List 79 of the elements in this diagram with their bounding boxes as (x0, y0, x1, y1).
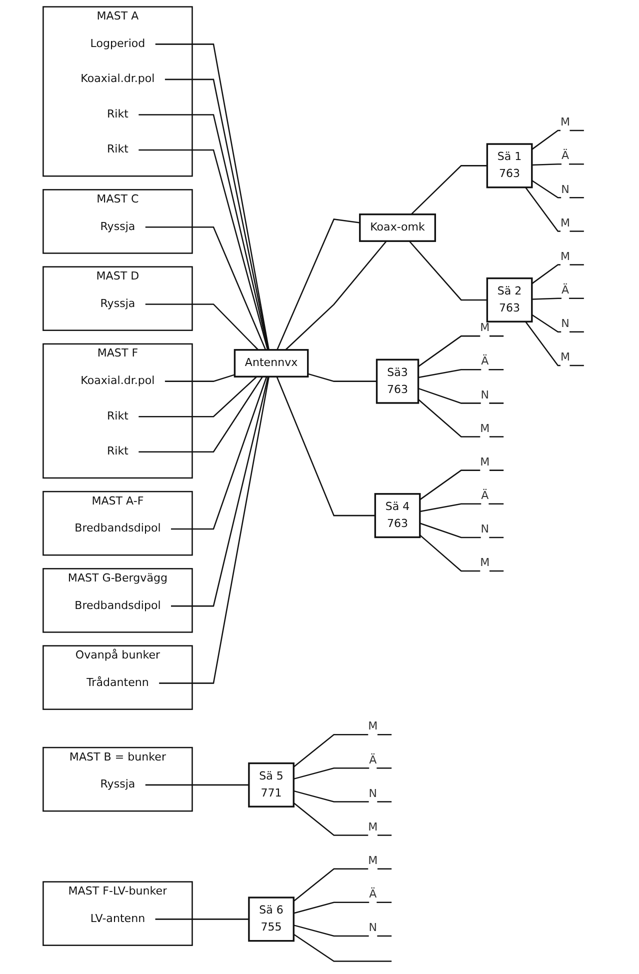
edge-label: Ä (481, 354, 489, 370)
connector-line (276, 376, 376, 516)
connector-line (145, 304, 259, 350)
connector-line (159, 376, 270, 684)
connector-line (532, 264, 584, 284)
equipment-box: Koax-omk (359, 214, 436, 242)
equipment-box: Sä3 763 (376, 358, 420, 404)
connector-line (138, 149, 268, 350)
connector-line (293, 934, 392, 962)
edge-label: N (561, 316, 570, 333)
connector-line (164, 374, 235, 382)
edge-label: N (480, 522, 490, 538)
equipment-box: Sä 2 763 (486, 277, 533, 322)
connector-line (532, 130, 584, 150)
antenna-label: Bredbandsdipol (74, 522, 161, 536)
antenna-label: LV-antenn (90, 912, 146, 926)
edge-label: Ä (561, 282, 569, 299)
connector-line (408, 240, 488, 301)
antenna-label: Ryssja (100, 220, 136, 234)
edge-label: N (368, 920, 378, 937)
connector-line (293, 902, 392, 914)
antenna-label: Rikt (106, 143, 128, 156)
connector-line (419, 534, 504, 572)
antenna-label: Rikt (106, 410, 128, 423)
connector-line (293, 790, 392, 802)
antenna-label: Koaxial.dr.pol (80, 374, 155, 388)
connector-line (276, 218, 360, 350)
connector-line (171, 376, 268, 530)
antenna-label: Ryssja (100, 298, 136, 310)
connector-line (418, 335, 504, 368)
connector-line (138, 114, 269, 350)
connector-line (308, 373, 377, 382)
antenna-label: Trådantenn (86, 676, 149, 690)
connector-line (293, 768, 392, 780)
connector-line (155, 918, 249, 920)
connector-line (410, 165, 488, 215)
equipment-box: Sä 6 755 (248, 896, 294, 942)
antenna-label: Bredbandsdipol (74, 599, 161, 612)
connector-line (532, 180, 584, 198)
antenna-label: Rikt (106, 108, 128, 121)
connector-line (285, 240, 387, 350)
edge-label: M (560, 114, 570, 132)
connector-line (145, 784, 249, 786)
edge-label: Ä (481, 488, 489, 505)
edge-label: M (368, 718, 378, 736)
connector-line (418, 388, 504, 404)
connector-line (171, 376, 269, 607)
connector-line (420, 470, 504, 500)
connector-line (293, 802, 392, 836)
equipment-box: Sä 5 771 (248, 762, 294, 808)
connector-line (138, 376, 258, 418)
connector-line (532, 298, 584, 300)
edge-label: M (560, 350, 570, 366)
connector-line (532, 314, 584, 333)
equipment-box: Sä 1 763 (486, 143, 533, 188)
antenna-label: Logperiod (90, 38, 146, 50)
connector-line (164, 78, 270, 350)
connector-line (420, 503, 504, 512)
connector-line (293, 924, 392, 937)
connector-line (532, 163, 584, 166)
connector-line (525, 186, 584, 232)
connector-line (525, 321, 584, 366)
connector-line (145, 226, 266, 350)
connector-line (418, 398, 504, 438)
connector-line (418, 369, 504, 378)
edge-label: Ä (369, 886, 377, 904)
edge-label: Ä (369, 752, 377, 769)
antenna-label: Rikt (106, 445, 128, 458)
edge-label: Ä (561, 148, 569, 165)
connector-line (420, 522, 504, 538)
antenna-label: Ryssja (100, 778, 136, 792)
connector-line (293, 868, 392, 902)
equipment-box: Sä 4 763 (374, 493, 421, 538)
equipment-box: Antennvx (234, 349, 309, 378)
connector-line (155, 44, 270, 350)
connector-line (138, 376, 264, 452)
edge-label: M (480, 555, 490, 572)
antenna-label: Koaxial.dr.pol (80, 72, 155, 86)
connector-line (293, 734, 392, 768)
